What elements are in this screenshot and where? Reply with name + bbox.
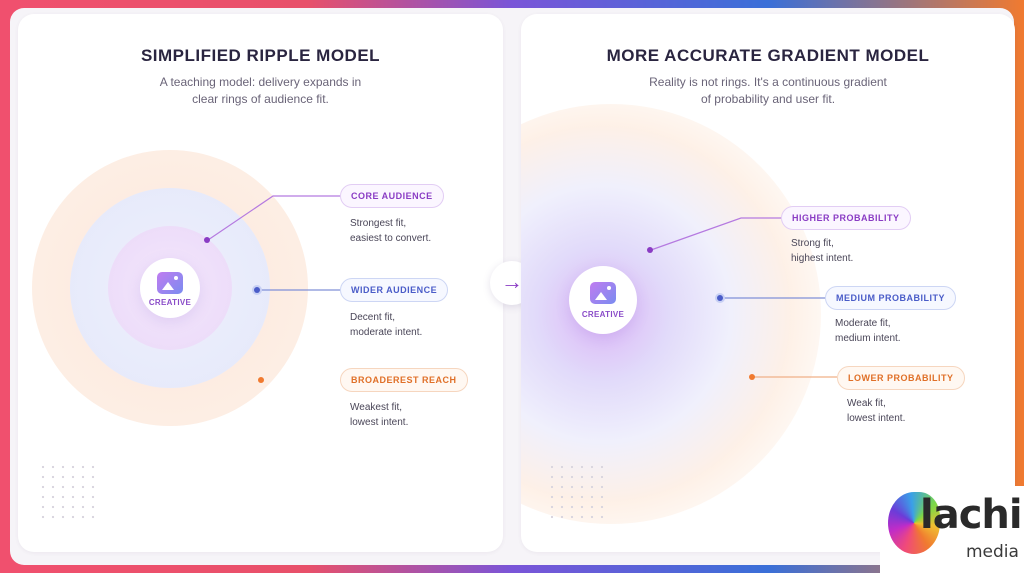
lower-dot <box>749 374 755 380</box>
logo-name: lachi <box>920 492 1023 538</box>
decorative-dots <box>547 462 607 522</box>
wider-audience-desc: Decent fit, moderate intent. <box>350 312 423 338</box>
core-audience-desc: Strongest fit, easiest to convert. <box>350 218 432 244</box>
logo-mark-icon <box>888 492 940 554</box>
creative-node: CREATIVE <box>140 258 200 318</box>
broad-dot <box>258 377 264 383</box>
broadest-reach-pill: BROADEREST REACH <box>340 368 468 392</box>
ripple-model-panel: SIMPLIFIED RIPPLE MODEL A teaching model… <box>18 14 503 552</box>
gradient-model-title: MORE ACCURATE GRADIENT MODEL <box>606 46 930 65</box>
creative-label: CREATIVE <box>581 310 625 319</box>
logo-sub: media <box>966 542 1019 562</box>
medium-probability-pill: MEDIUM PROBABILITY <box>825 286 956 310</box>
medium-probability-desc: Moderate fit, medium intent. <box>835 318 901 344</box>
core-dot <box>204 237 210 243</box>
medium-dot <box>717 295 723 301</box>
image-icon <box>590 282 616 304</box>
creative-label: CREATIVE <box>148 298 192 307</box>
lachi-media-logo: lachi media <box>880 486 1024 573</box>
wider-audience-pill: WIDER AUDIENCE <box>340 278 449 302</box>
higher-dot <box>647 247 653 253</box>
lower-probability-desc: Weak fit, lowest intent. <box>847 398 906 424</box>
decorative-dots <box>38 462 98 522</box>
gradient-field <box>521 104 821 524</box>
ripple-model-title: SIMPLIFIED RIPPLE MODEL <box>140 46 381 65</box>
lower-probability-pill: LOWER PROBABILITY <box>837 366 965 390</box>
ripple-model-subtitle: A teaching model: delivery expands in cl… <box>159 75 362 106</box>
wider-dot <box>254 287 260 293</box>
image-icon <box>157 272 183 294</box>
higher-probability-pill: HIGHER PROBABILITY <box>781 206 911 230</box>
higher-probability-desc: Strong fit, highest intent. <box>791 238 854 264</box>
gradient-model-subtitle: Reality is not rings. It's a continuous … <box>649 75 887 106</box>
broadest-reach-desc: Weakest fit, lowest intent. <box>350 402 409 428</box>
core-audience-pill: CORE AUDIENCE <box>340 184 444 208</box>
creative-node: CREATIVE <box>569 266 637 334</box>
gradient-model-panel: MORE ACCURATE GRADIENT MODEL Reality is … <box>521 14 1015 552</box>
